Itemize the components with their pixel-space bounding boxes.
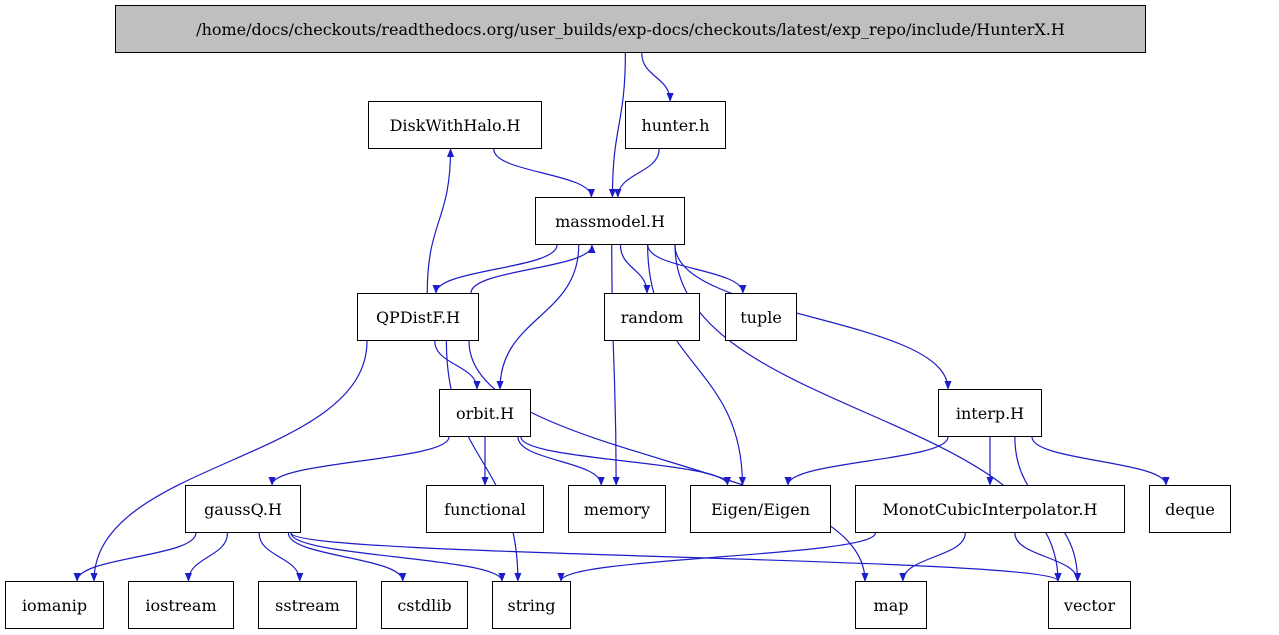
edge-qpdistf-to-string [445,340,522,582]
edge-massmodel-to-eigen [647,244,747,486]
node-string[interactable]: string [492,581,571,629]
node-monot[interactable]: MonotCubicInterpolator.H [855,485,1125,533]
edge-massmodel-to-interp [674,244,952,390]
edge-gaussq-to-iostream [184,532,229,582]
edge-gaussq-to-sstream [258,532,304,582]
node-deque[interactable]: deque [1149,485,1231,533]
edge-qpdistf-to-massmodel [470,244,596,294]
edge-monot-to-string [557,532,876,582]
edge-diskwithhalo-to-massmodel [493,148,595,198]
node-iostream[interactable]: iostream [128,581,234,629]
edge-root-to-hunter [641,52,674,102]
edge-qpdistf-to-orbit [434,340,481,390]
node-cstdlib[interactable]: cstdlib [381,581,468,629]
edge-massmodel-to-random [619,244,651,294]
node-map[interactable]: map [855,581,927,629]
node-sstream[interactable]: sstream [258,581,357,629]
edge-hunter-to-massmodel [614,148,660,198]
node-functional[interactable]: functional [426,485,544,533]
edge-gaussq-to-vector [290,532,1062,582]
node-root[interactable]: /home/docs/checkouts/readthedocs.org/use… [115,5,1146,53]
edge-interp-to-deque [1031,436,1170,486]
edge-massmodel-to-memory [611,244,620,486]
node-interp[interactable]: interp.H [938,389,1042,437]
edge-qpdistf-to-diskwithhalo [426,148,455,294]
edge-gaussq-to-cstdlib [287,532,407,582]
node-tuple[interactable]: tuple [725,293,797,341]
edge-qpdistf-to-map [468,340,869,582]
node-iomanip[interactable]: iomanip [5,581,104,629]
edge-massmodel-to-orbit [496,244,580,390]
edge-interp-to-eigen [784,436,949,486]
edge-gaussq-to-string [290,532,506,582]
node-massmodel[interactable]: massmodel.H [535,197,685,245]
edge-root-to-massmodel [608,52,626,198]
edge-qpdistf-to-iomanip [90,340,368,582]
edge-orbit-to-memory [517,436,605,486]
node-diskwithhalo[interactable]: DiskWithHalo.H [368,101,542,149]
node-eigen[interactable]: Eigen/Eigen [690,485,831,533]
edge-monot-to-vector [1014,532,1082,582]
edge-orbit-to-eigen [520,436,731,486]
edge-massmodel-to-qpdistf [432,244,558,294]
node-orbit[interactable]: orbit.H [439,389,531,437]
edge-orbit-to-gaussq [268,436,450,486]
node-vector[interactable]: vector [1048,581,1131,629]
edge-massmodel-to-tuple [647,244,747,294]
node-hunter[interactable]: hunter.h [625,101,726,149]
node-qpdistf[interactable]: QPDistF.H [357,293,479,341]
node-gaussq[interactable]: gaussQ.H [185,485,301,533]
node-random[interactable]: random [604,293,700,341]
edge-monot-to-map [899,532,966,582]
edge-gaussq-to-iomanip [73,532,197,582]
node-memory[interactable]: memory [568,485,666,533]
